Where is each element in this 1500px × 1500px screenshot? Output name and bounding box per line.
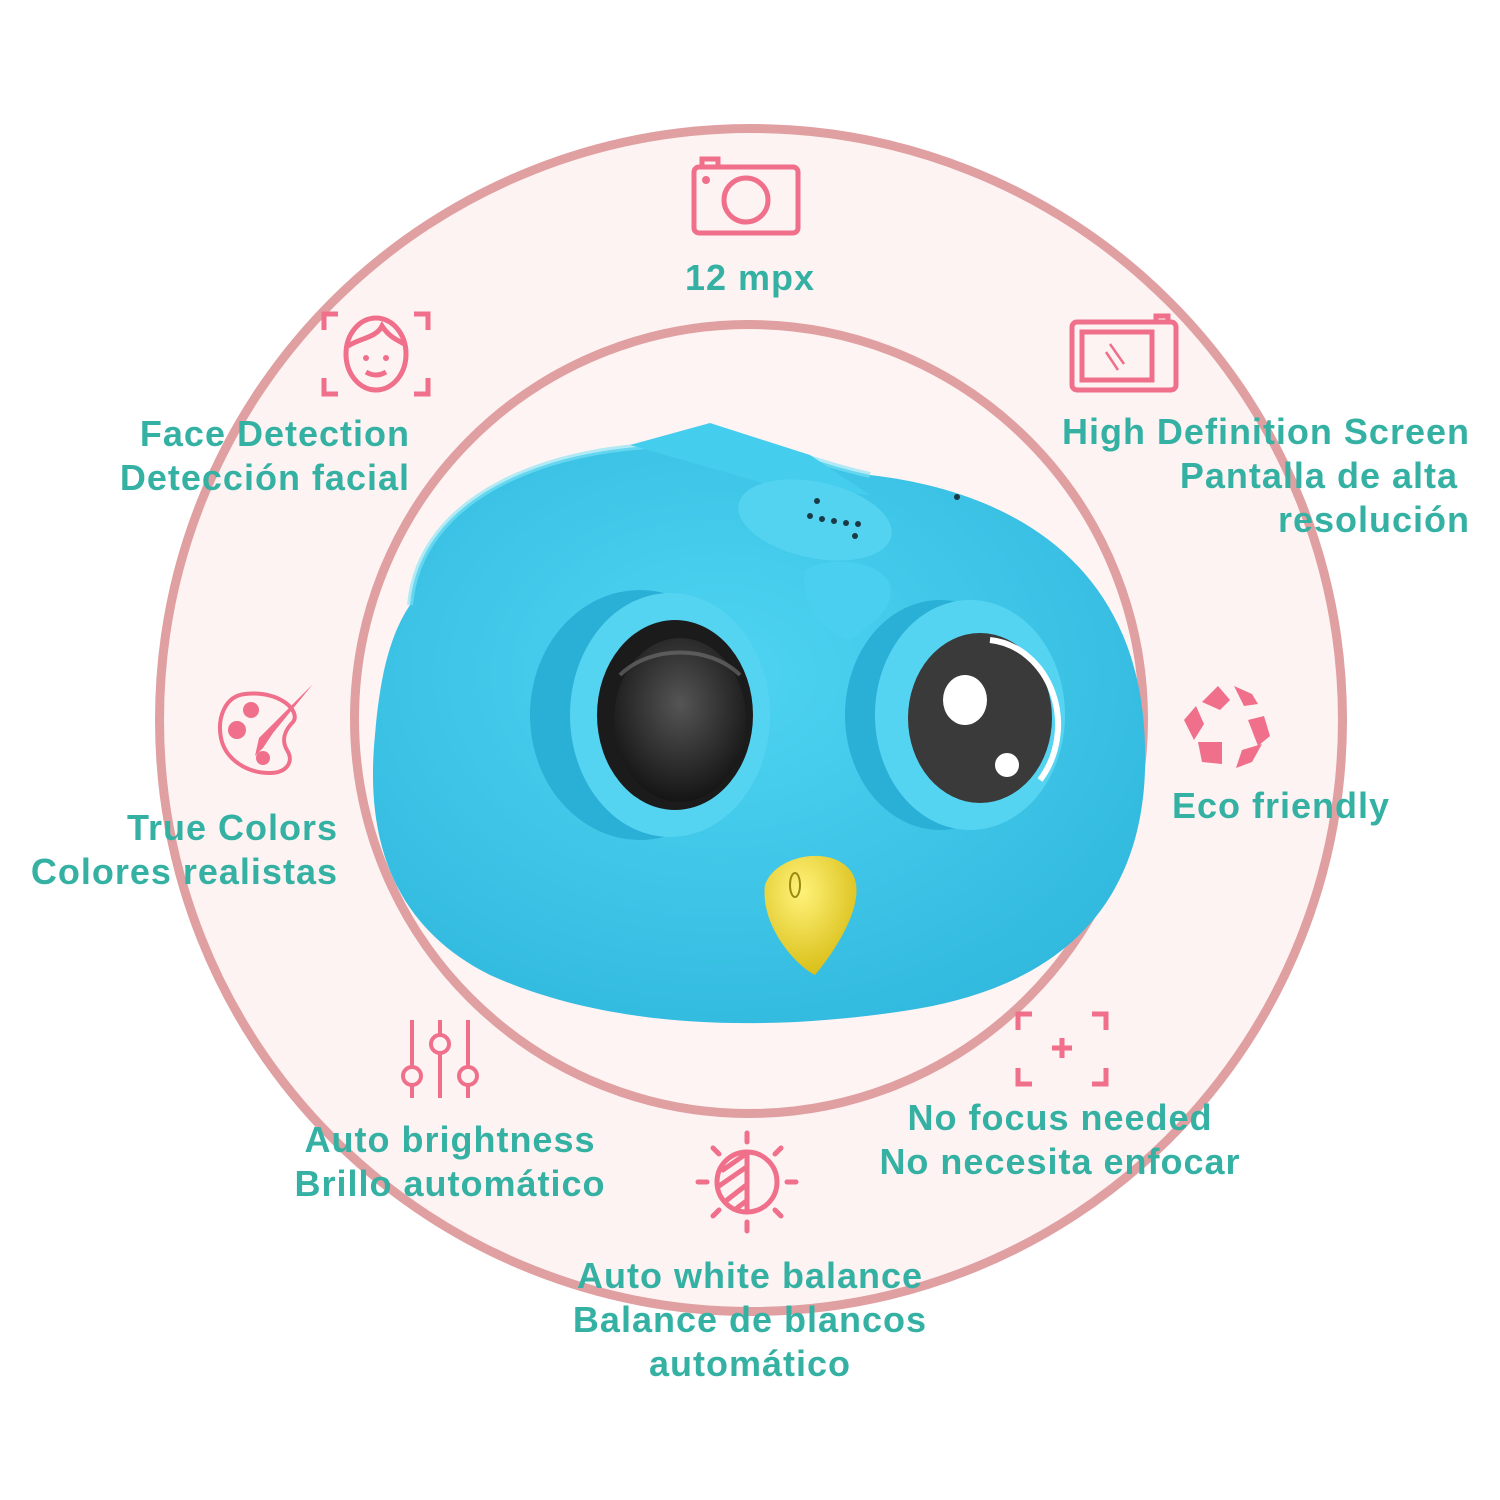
feature-label-line: Balance de blancos bbox=[572, 1299, 928, 1340]
camera-icon bbox=[691, 156, 801, 236]
face-scan-icon bbox=[321, 311, 431, 397]
feature-label-line: Face Detection bbox=[139, 413, 410, 454]
kids-bird-camera-image bbox=[372, 423, 1146, 1024]
feature-label-line: Eco friendly bbox=[1172, 785, 1391, 826]
feature-label-line: True Colors bbox=[126, 807, 338, 848]
feature-label-line: 12 mpx bbox=[684, 257, 816, 298]
feature-label-line: Brillo automático bbox=[294, 1163, 606, 1204]
feature-label-line: Detección facial bbox=[119, 457, 410, 498]
sliders-icon bbox=[401, 1020, 479, 1098]
feature-label-line: Pantalla de alta bbox=[1179, 455, 1458, 496]
screen-icon bbox=[1069, 313, 1179, 393]
palette-icon bbox=[218, 684, 313, 776]
focus-frame-icon bbox=[1015, 1011, 1109, 1087]
feature-label-line: Auto white balance bbox=[576, 1255, 924, 1296]
feature-label-line: automático bbox=[648, 1343, 852, 1384]
feature-label-line: Colores realistas bbox=[30, 851, 338, 892]
feature-label-line: High Definition Screen bbox=[1061, 411, 1470, 452]
feature-label-line: No focus needed bbox=[907, 1097, 1213, 1138]
feature-label-line: Auto brightness bbox=[304, 1119, 596, 1160]
feature-label-line: No necesita enfocar bbox=[879, 1141, 1241, 1182]
recycle-icon bbox=[1184, 686, 1270, 768]
white-balance-sun-icon bbox=[695, 1130, 799, 1234]
feature-label-line: resolución bbox=[1277, 499, 1470, 540]
